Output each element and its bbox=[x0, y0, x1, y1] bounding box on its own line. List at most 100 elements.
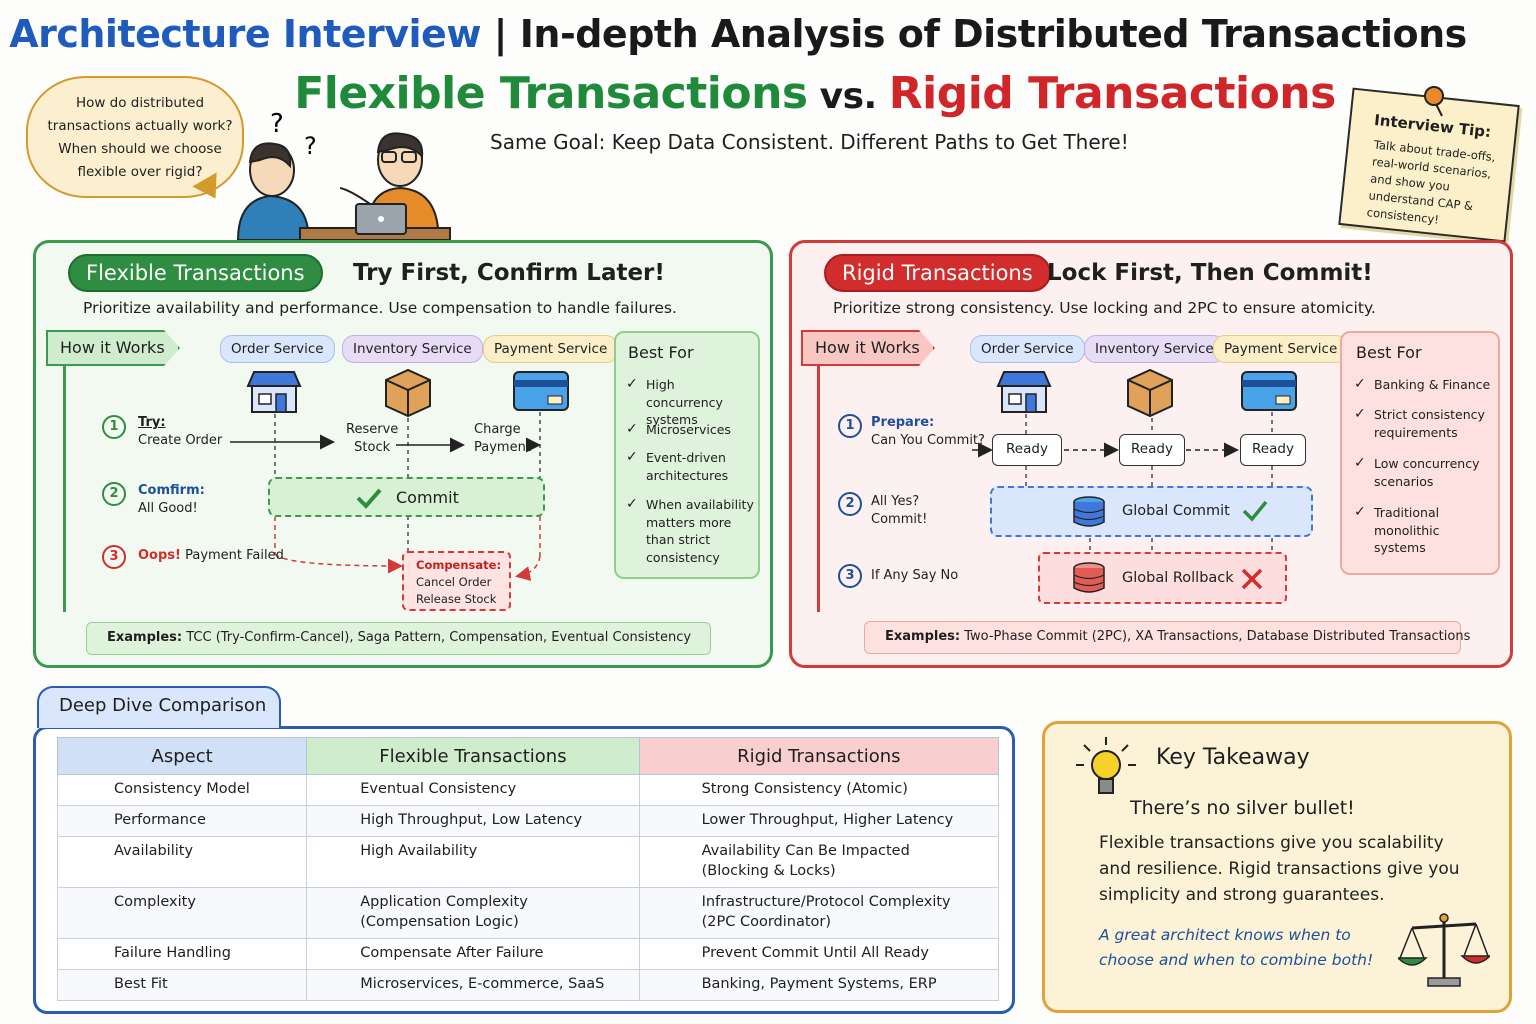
title-right: In-depth Analysis of Distributed Transac… bbox=[519, 12, 1468, 56]
flexible-payment-service: Payment Service bbox=[483, 335, 619, 363]
rigid-step-2-title: All Yes? bbox=[871, 494, 920, 509]
speech-bubble bbox=[26, 76, 244, 198]
vs-label: vs. bbox=[807, 76, 889, 117]
ready-box-inventory: Ready bbox=[1119, 434, 1185, 466]
rigid-examples: Examples: Two-Phase Commit (2PC), XA Tra… bbox=[864, 621, 1470, 654]
table-row: Failure Handling Compensate After Failur… bbox=[56, 938, 1000, 970]
speech-bubble-text: How do distributed transactions actually… bbox=[40, 92, 240, 184]
table-row: Complexity Application Complexity (Compe… bbox=[56, 887, 1000, 939]
table-cell: Prevent Commit Until All Ready bbox=[638, 938, 1000, 970]
flexible-step-3-desc: Payment Failed bbox=[180, 548, 284, 563]
flexible-step-2-number: 2 bbox=[102, 482, 126, 506]
flexible-step-3: Oops! Payment Failed bbox=[138, 547, 284, 565]
table-cell: High Throughput, Low Latency bbox=[306, 805, 640, 837]
rigid-best-item: ✓Banking & Finance bbox=[1354, 376, 1494, 394]
lightbulb-icon bbox=[1076, 737, 1136, 794]
flexible-examples-label: Examples: bbox=[107, 630, 183, 645]
table-cell: Availability Can Be Impacted (Blocking &… bbox=[638, 836, 1000, 888]
flexible-step-1-number: 1 bbox=[102, 415, 126, 439]
store-icon bbox=[996, 371, 1052, 413]
flexible-step-2-title: Comfirm: bbox=[138, 483, 205, 498]
flexible-best-item-text: High concurrency systems bbox=[646, 377, 723, 427]
rigid-examples-label: Examples: bbox=[885, 629, 961, 644]
table-cell: Microservices, E-commerce, SaaS bbox=[306, 969, 640, 1001]
laptop-icon bbox=[355, 203, 407, 235]
database-icon bbox=[1073, 496, 1105, 527]
rigid-best-title: Best For bbox=[1356, 343, 1422, 362]
global-commit-label: Global Commit bbox=[1122, 503, 1230, 519]
table-row: Consistency Model Eventual Consistency S… bbox=[56, 774, 1000, 806]
flexible-examples: Examples: TCC (Try-Confirm-Cancel), Saga… bbox=[86, 622, 711, 655]
tagline: Same Goal: Keep Data Consistent. Differe… bbox=[490, 130, 1129, 154]
flexible-how-it-works: How it Works bbox=[46, 330, 180, 366]
flexible-flow-diagram bbox=[230, 368, 569, 581]
rigid-inventory-service: Inventory Service bbox=[1084, 335, 1225, 363]
key-takeaway-subtitle: There’s no silver bullet! bbox=[1130, 797, 1355, 819]
rigid-best-item-text: Strict consistency requirements bbox=[1374, 407, 1485, 440]
bubble-line-2: transactions actually work? bbox=[47, 118, 233, 134]
rigid-best-for bbox=[1340, 331, 1500, 575]
pushpin-icon bbox=[1424, 86, 1444, 117]
check-icon: ✓ bbox=[626, 376, 638, 392]
reserve-stock-label: Reserve Stock bbox=[346, 421, 398, 457]
comparison-title: Flexible Transactions vs. Rigid Transact… bbox=[0, 68, 1536, 119]
database-icon bbox=[1073, 562, 1105, 593]
rigid-step-2-desc: Commit! bbox=[871, 512, 928, 527]
table-cell: Complexity bbox=[56, 887, 308, 939]
table-header-row: Aspect Flexible Transactions Rigid Trans… bbox=[56, 737, 1000, 775]
key-takeaway-panel bbox=[1042, 721, 1512, 1013]
title-separator: | bbox=[480, 12, 520, 56]
check-icon: ✓ bbox=[626, 421, 638, 437]
table-cell: Strong Consistency (Atomic) bbox=[638, 774, 1000, 806]
check-icon: ✓ bbox=[1354, 406, 1366, 422]
flexible-best-for bbox=[614, 331, 760, 579]
table-cell: Compensate After Failure bbox=[306, 938, 640, 970]
compensate-box: Compensate: Cancel Order Release Stock bbox=[402, 551, 511, 611]
key-takeaway-quote: A great architect knows when to choose a… bbox=[1099, 926, 1374, 969]
main-title: Architecture Interview | In-depth Analys… bbox=[0, 12, 1476, 56]
rigid-title: Rigid Transactions bbox=[888, 68, 1337, 119]
table-cell: Consistency Model bbox=[56, 774, 308, 806]
global-commit-box: Global Commit bbox=[990, 486, 1313, 537]
key-takeaway-body: Flexible transactions give you scalabili… bbox=[1099, 833, 1460, 905]
package-icon bbox=[385, 368, 431, 418]
commit-box: Commit bbox=[268, 477, 545, 517]
rigid-payment-service: Payment Service bbox=[1213, 335, 1349, 363]
comparison-table: Aspect Flexible Transactions Rigid Trans… bbox=[56, 737, 1000, 1001]
rigid-step-3-number: 3 bbox=[838, 564, 862, 588]
check-icon bbox=[1242, 500, 1268, 522]
flexible-best-item-text: Event-driven architectures bbox=[646, 450, 729, 483]
rigid-slogan: Lock First, Then Commit! bbox=[1047, 260, 1373, 286]
reserve-line-2: Stock bbox=[354, 440, 391, 455]
candidate-figure bbox=[236, 142, 312, 241]
ready-box-payment: Ready bbox=[1240, 434, 1306, 466]
credit-card-icon bbox=[513, 371, 569, 411]
flexible-step-2-desc: All Good! bbox=[138, 501, 198, 516]
bubble-line-4: flexible over rigid? bbox=[77, 164, 203, 180]
rigid-order-service: Order Service bbox=[970, 335, 1085, 363]
rigid-best-item-text: Low concurrency scenarios bbox=[1374, 456, 1480, 489]
flexible-step-1-title: Try: bbox=[138, 415, 166, 430]
flexible-step-3-number: 3 bbox=[102, 545, 126, 569]
flexible-best-item: ✓ Microservices bbox=[626, 421, 754, 439]
cross-icon bbox=[1241, 568, 1263, 590]
interview-illustration: ? ? bbox=[236, 109, 451, 241]
rigid-best-item: ✓Traditional monolithic systems bbox=[1354, 504, 1494, 557]
flexible-step-2: Comfirm: All Good! bbox=[138, 482, 205, 518]
global-rollback-label: Global Rollback bbox=[1122, 570, 1234, 586]
table-cell: Infrastructure/Protocol Complexity (2PC … bbox=[638, 887, 1000, 939]
table-cell: Availability bbox=[56, 836, 308, 888]
flexible-timeline-line bbox=[63, 366, 66, 612]
rigid-step-2-number: 2 bbox=[838, 492, 862, 516]
rigid-examples-text: Two-Phase Commit (2PC), XA Transactions,… bbox=[960, 629, 1471, 644]
flexible-examples-text: TCC (Try-Confirm-Cancel), Saga Pattern, … bbox=[182, 630, 692, 645]
table-cell: Lower Throughput, Higher Latency bbox=[638, 805, 1000, 837]
flexible-best-item-text: Microservices bbox=[646, 422, 731, 437]
rigid-step-1-desc: Can You Commit? bbox=[871, 433, 985, 448]
rigid-best-item: ✓ Strict consistency requirements bbox=[1354, 406, 1494, 441]
check-icon: ✓ bbox=[1354, 504, 1366, 520]
rigid-step-1-title: Prepare: bbox=[871, 415, 935, 430]
check-icon: ✓ bbox=[626, 449, 638, 465]
bubble-line-1: How do distributed bbox=[75, 95, 205, 111]
rigid-pill: Rigid Transactions bbox=[824, 254, 1051, 292]
